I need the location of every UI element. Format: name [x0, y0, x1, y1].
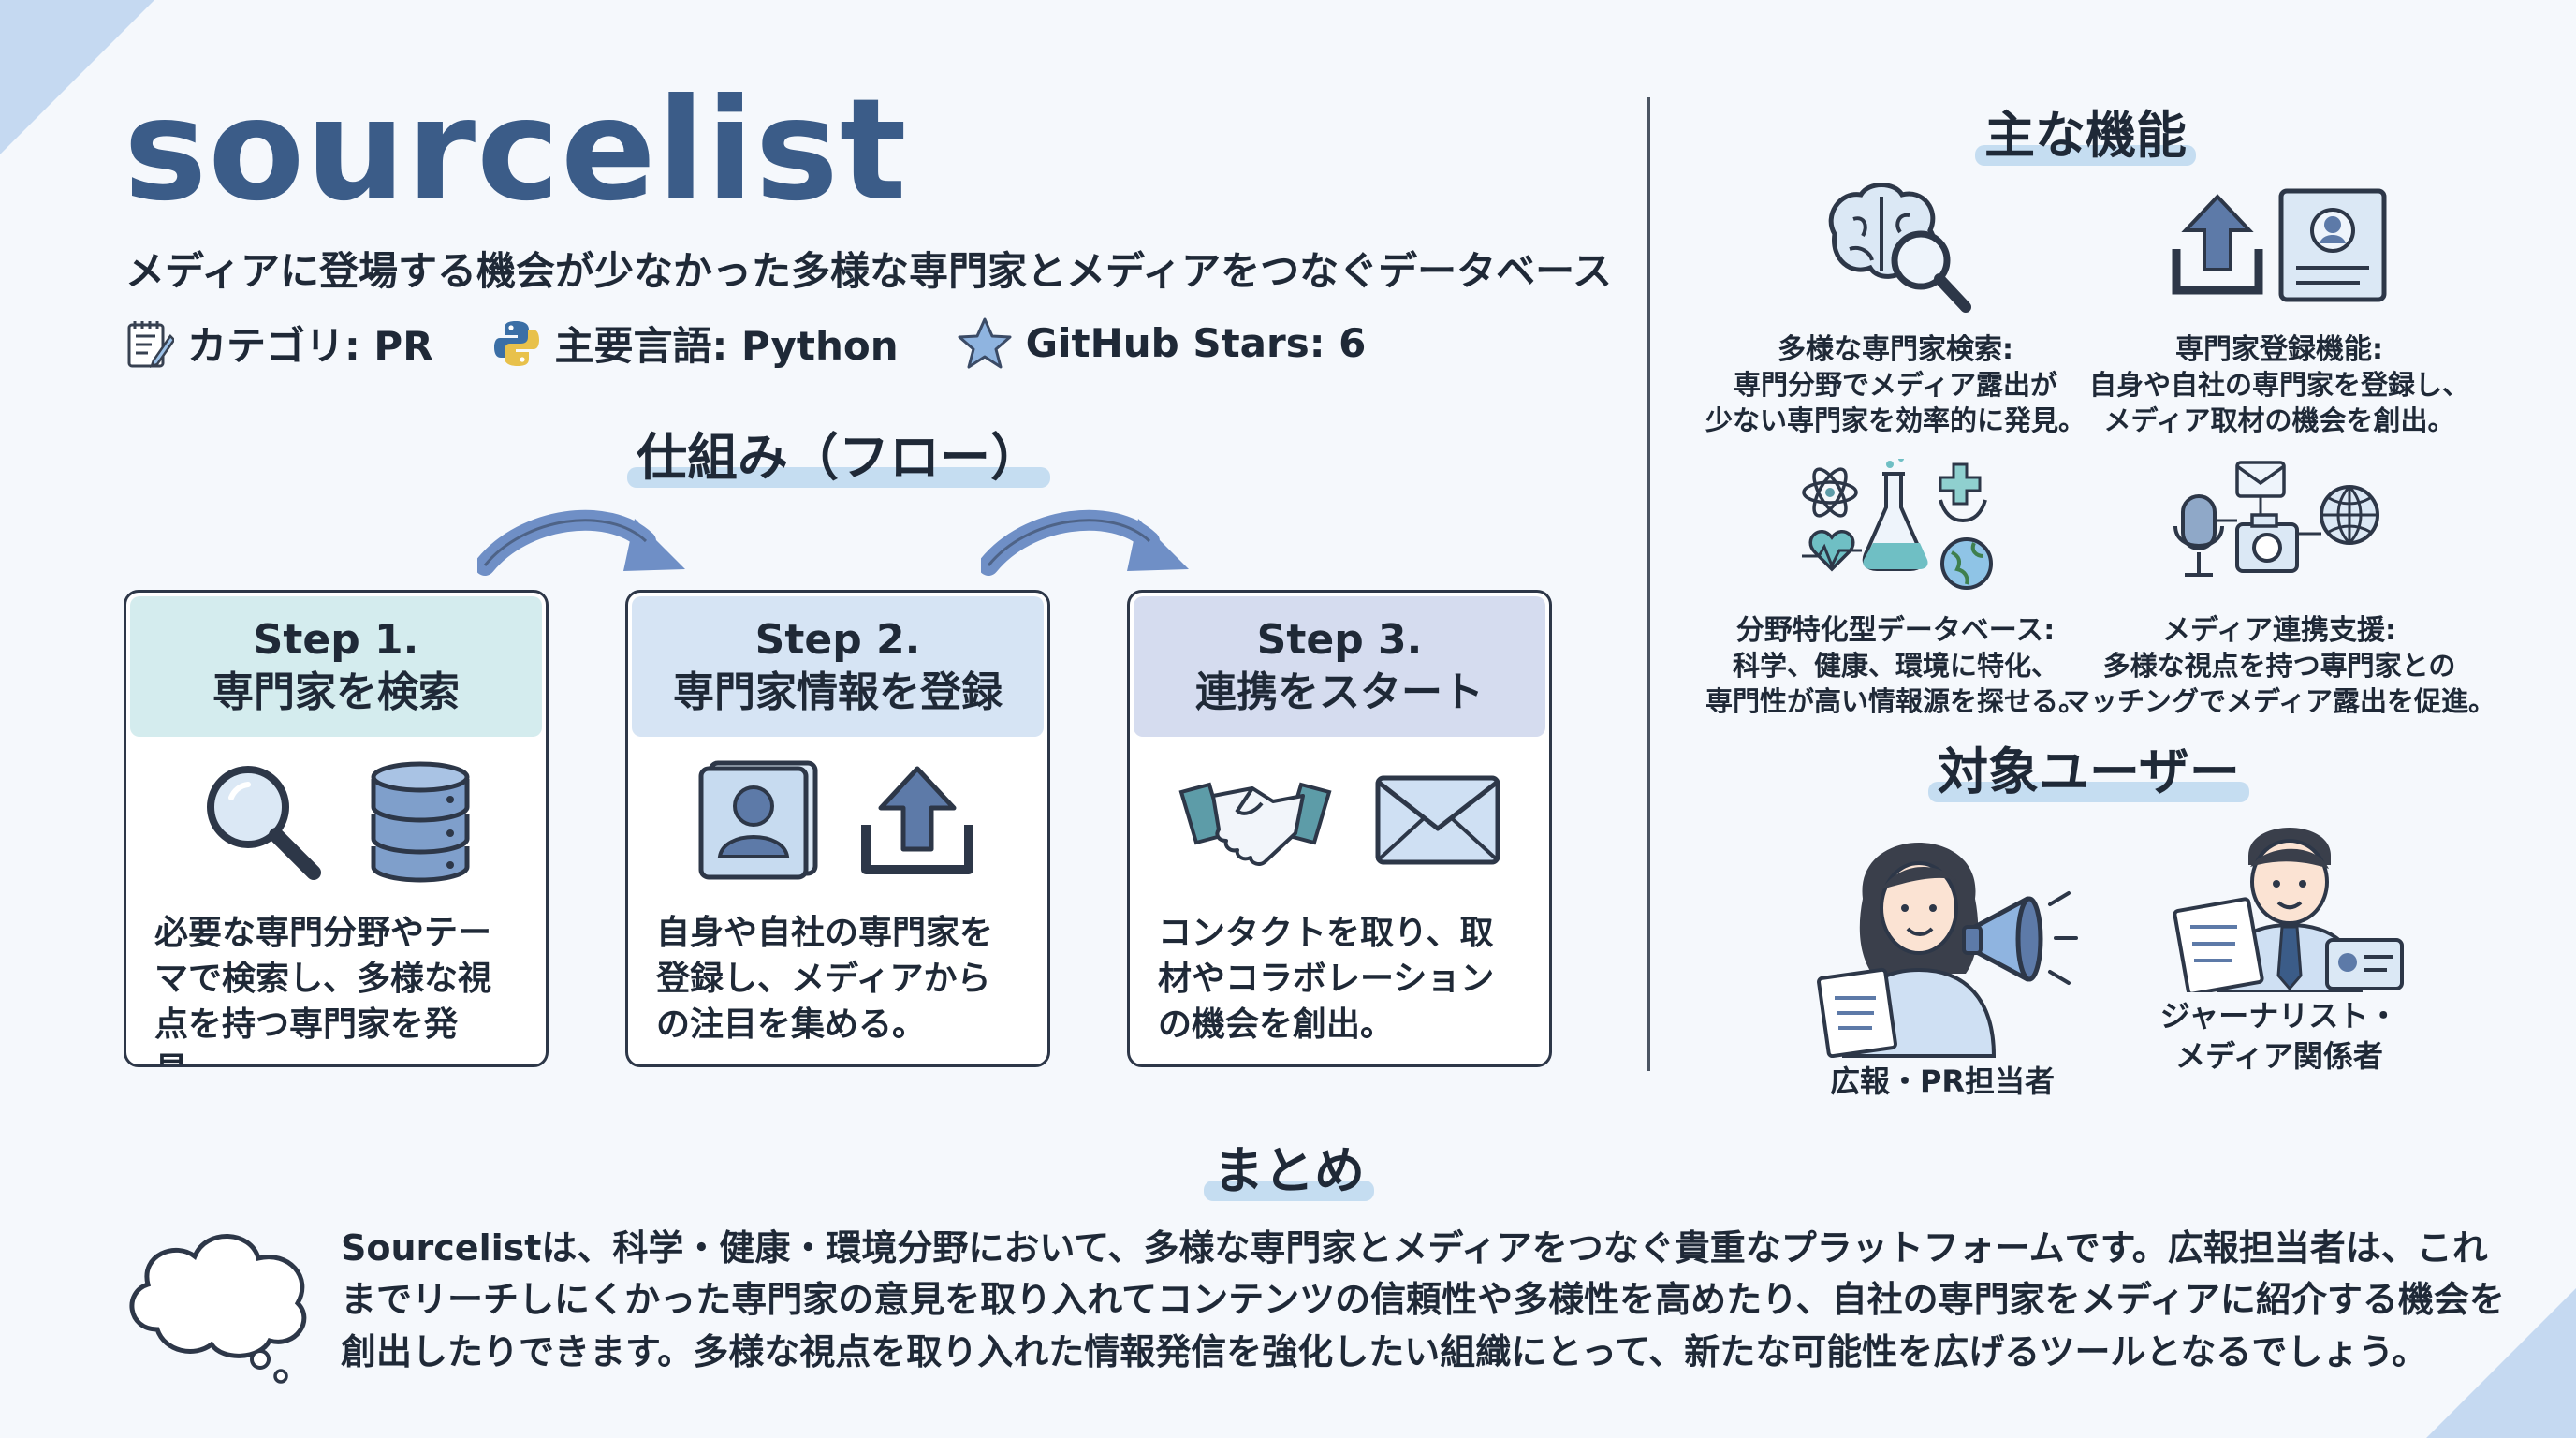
meta-stars: GitHub Stars: 6	[957, 316, 1367, 371]
profile-card-icon	[698, 760, 818, 880]
step-card-1: Step 1. 専門家を検索 必要な専門分野やテーマで検索し、多様な視点を持つ専…	[124, 590, 549, 1067]
science-icon	[1802, 459, 1993, 590]
tagline: メディアに登場する機会が少なかった多様な専門家とメディアをつなぐデータベース	[125, 248, 1613, 294]
corner-decoration-top-left	[0, 0, 154, 154]
user-2-label-line-1: ジャーナリスト・	[2159, 998, 2399, 1034]
user-1-label: 広報・PR担当者	[1829, 1064, 2056, 1099]
feature-media-support: メディア連携支援: 多様な視点を持つ専門家との マッチングでメディア露出を促進。	[2059, 459, 2499, 719]
flow-heading-text: 仕組み（フロー）	[637, 428, 1041, 487]
step-1-title: 専門家を検索	[212, 668, 460, 716]
step-card-3: Step 3. 連携をスタート コンタクトを取り、取材やコラボレーションの機会を…	[1127, 590, 1552, 1067]
step-card-2: Step 2. 専門家情報を登録 自身や自社の専門家を登録し、メディアからの注目…	[625, 590, 1050, 1067]
step-3-label: Step 3.	[1256, 615, 1423, 664]
magnifier-icon	[207, 766, 321, 880]
flow-arrow-1	[477, 509, 685, 576]
meta-stars-text: GitHub Stars: 6	[1025, 320, 1367, 366]
summary-heading: まとめ	[1204, 1129, 1374, 1203]
flow-heading: 仕組み（フロー）	[627, 416, 1050, 490]
handshake-icon	[1178, 782, 1332, 866]
meta-language: 主要言語: Python	[491, 315, 899, 372]
meta-row: カテゴリ: PR 主要言語: Python GitHub Stars: 6	[125, 315, 1366, 372]
register-upload-icon	[2172, 188, 2387, 302]
feature-expert-registration: 専門家登録機能: 自身や自社の専門家を登録し、 メディア取材の機会を創出。	[2059, 178, 2499, 438]
app-title: sourcelist	[124, 69, 908, 232]
feature-4-title: メディア連携支援:	[2162, 614, 2396, 647]
meta-category-text: カテゴリ: PR	[187, 323, 433, 369]
feature-3-desc-line-1: 科学、健康、環境に特化、	[1732, 650, 2058, 682]
step-2-title: 専門家情報を登録	[673, 668, 1003, 716]
features-heading: 主な機能	[1975, 94, 2196, 168]
meta-category: カテゴリ: PR	[125, 315, 433, 372]
user-2-label-line-2: メディア関係者	[2175, 1038, 2383, 1075]
step-2-label: Step 2.	[754, 615, 921, 664]
feature-2-title: 専門家登録機能:	[2175, 333, 2383, 366]
feature-field-database: 分野特化型データベース: 科学、健康、環境に特化、 専門性が高い情報源を探せる。	[1676, 459, 2115, 719]
step-3-title: 連携をスタート	[1195, 668, 1484, 716]
users-heading-text: 対象ユーザー	[1938, 742, 2240, 801]
features-heading-text: 主な機能	[1984, 106, 2187, 165]
pr-woman-icon	[1817, 843, 2078, 1059]
feature-3-title: 分野特化型データベース:	[1735, 614, 2056, 647]
feature-2-desc-line-2: メディア取材の機会を創出。	[2103, 404, 2455, 436]
database-icon	[371, 761, 470, 883]
summary-heading-text: まとめ	[1213, 1141, 1365, 1200]
vertical-divider	[1647, 97, 1650, 1071]
meta-language-text: 主要言語: Python	[554, 323, 899, 369]
flow-arrow-2	[981, 509, 1189, 576]
summary-text: Sourcelistは、科学・健康・環境分野において、多様な専門家とメディアをつ…	[341, 1227, 2505, 1372]
corner-decoration-bottom-right	[2426, 1288, 2576, 1438]
step-1-label: Step 1.	[253, 615, 419, 664]
step-2-description: 自身や自社の専門家を登録し、メディアからの注目を集める。	[656, 914, 994, 1044]
memo-icon	[127, 320, 174, 368]
step-card-3-header: Step 3. 連携をスタート	[1134, 596, 1545, 737]
python-icon	[493, 320, 539, 366]
envelope-icon	[1375, 775, 1500, 865]
feature-4-desc-line-1: 多様な視点を持つ専門家との	[2102, 650, 2456, 682]
journalist-icon	[2173, 828, 2404, 996]
star-icon	[958, 317, 1012, 368]
user-pr-staff: 広報・PR担当者	[1807, 814, 2078, 1102]
user-journalist: ジャーナリスト・ メディア関係者	[2144, 814, 2415, 1077]
feature-2-desc-line-1: 自身や自社の専門家を登録し、	[2088, 369, 2469, 401]
feature-1-desc-line-1: 専門分野でメディア露出が	[1734, 369, 2057, 401]
feature-1-title: 多様な専門家検索:	[1778, 333, 2013, 366]
upload-icon	[861, 766, 973, 874]
step-3-description: コンタクトを取り、取材やコラボレーションの機会を創出。	[1158, 914, 1495, 1044]
step-1-description: 必要な専門分野やテーマで検索し、多様な視点を持つ専門家を発見。	[154, 914, 492, 1064]
brain-search-icon	[1828, 183, 1971, 313]
feature-1-desc-line-2: 少ない専門家を効率的に発見。	[1705, 404, 2086, 436]
media-network-icon	[2174, 461, 2379, 577]
step-card-2-header: Step 2. 専門家情報を登録	[632, 596, 1044, 737]
users-heading: 対象ユーザー	[1928, 730, 2249, 804]
feature-4-desc-line-2: マッチングでメディア露出を促進。	[2063, 684, 2496, 717]
step-card-1-header: Step 1. 専門家を検索	[130, 596, 542, 737]
feature-expert-search: 多様な専門家検索: 専門分野でメディア露出が 少ない専門家を効率的に発見。	[1676, 178, 2115, 438]
feature-3-desc-line-2: 専門性が高い情報源を探せる。	[1705, 684, 2086, 717]
cloud-icon	[129, 1234, 307, 1384]
